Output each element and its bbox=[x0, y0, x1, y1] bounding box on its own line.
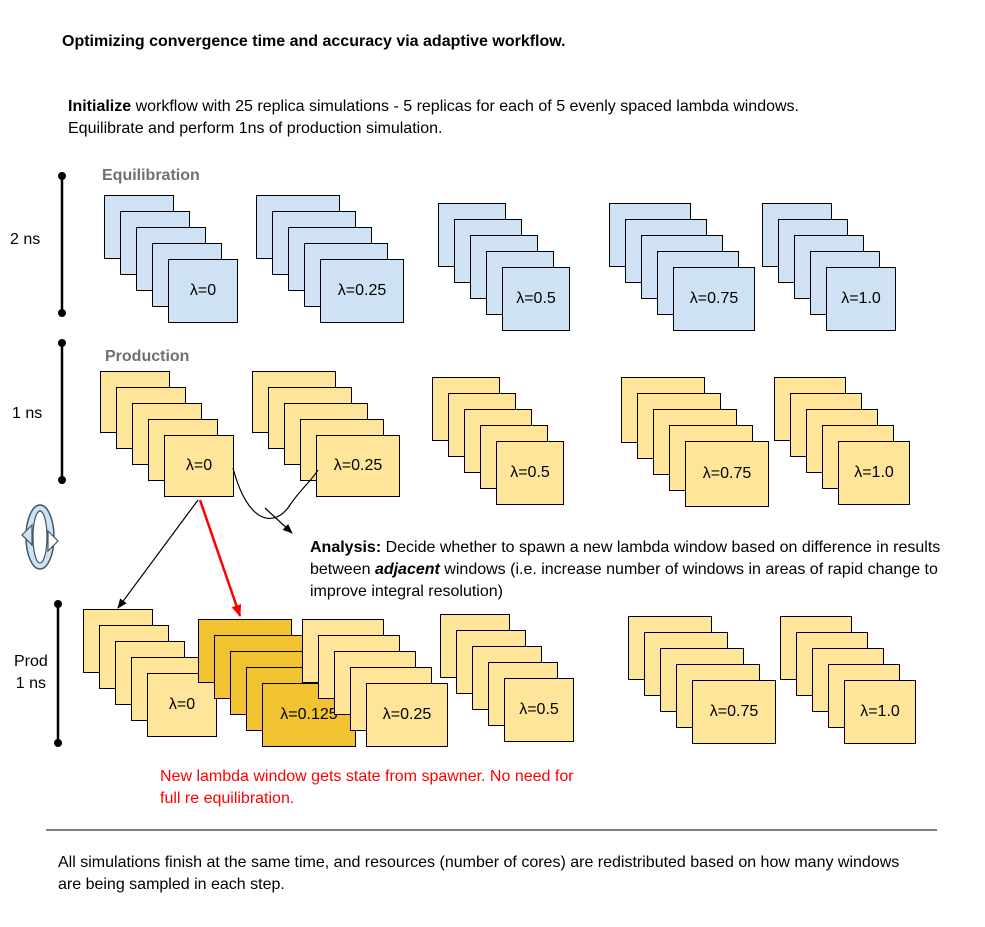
prod2-time-line1: Prod bbox=[14, 653, 48, 670]
analysis-body2: windows (i.e. increase number of windows… bbox=[310, 561, 938, 600]
analysis-body1: Decide whether to spawn a new lambda win… bbox=[310, 539, 941, 578]
new-window-note: New lambda window gets state from spawne… bbox=[160, 768, 574, 807]
lambda-window-box: λ=0.75 bbox=[692, 680, 776, 744]
footer-text: All simulations finish at the same time,… bbox=[58, 854, 900, 893]
lambda-label: λ=0 bbox=[189, 282, 217, 299]
lambda-label: λ=1.0 bbox=[860, 703, 900, 720]
diagram-title: Optimizing convergence time and accuracy… bbox=[62, 33, 566, 50]
lambda-label: λ=0.125 bbox=[280, 706, 338, 723]
lambda-label: λ=0.25 bbox=[333, 457, 383, 474]
lambda-window-box: λ=1.0 bbox=[844, 680, 916, 744]
prod2-time: Prod 1 ns bbox=[14, 651, 48, 695]
production-label: Production bbox=[105, 348, 190, 365]
lambda-window-box: λ=0.5 bbox=[504, 678, 574, 742]
equilibration-label: Equilibration bbox=[102, 167, 200, 184]
lambda-label: λ=0.5 bbox=[510, 464, 550, 481]
lambda-label: λ=0.25 bbox=[337, 282, 387, 299]
timeline-production bbox=[58, 339, 66, 484]
analysis-arrow bbox=[232, 467, 319, 520]
timeline-equilibration bbox=[58, 172, 66, 317]
spawn-arrow-left bbox=[117, 499, 199, 609]
cycle-arrows-icon bbox=[21, 504, 59, 570]
lambda-label: λ=1.0 bbox=[854, 464, 894, 481]
lambda-label: λ=0.5 bbox=[516, 290, 556, 307]
intro-text: Initialize workflow with 25 replica simu… bbox=[68, 96, 858, 140]
lambda-label: λ=0 bbox=[185, 457, 213, 474]
lambda-label: λ=1.0 bbox=[841, 290, 881, 307]
lambda-label: λ=0.25 bbox=[382, 706, 432, 723]
intro-bold: Initialize bbox=[68, 98, 132, 115]
lambda-window-box: λ=0.25 bbox=[316, 435, 400, 497]
lambda-window-box: λ=0 bbox=[164, 435, 234, 497]
lambda-window-box: λ=0.5 bbox=[496, 441, 564, 505]
equilibration-time: 2 ns bbox=[10, 231, 41, 248]
lambda-window-box: λ=0 bbox=[168, 259, 238, 323]
lambda-window-box: λ=0.25 bbox=[320, 259, 404, 323]
lambda-label: λ=0.5 bbox=[519, 701, 559, 718]
lambda-window-box: λ=0.5 bbox=[502, 267, 570, 331]
lambda-window-box: λ=0.25 bbox=[366, 683, 448, 747]
intro-body: workflow with 25 replica simulations - 5… bbox=[68, 98, 799, 137]
spawn-arrow-red bbox=[198, 499, 242, 617]
production-time: 1 ns bbox=[12, 405, 43, 422]
lambda-label: λ=0.75 bbox=[689, 290, 739, 307]
lambda-label: λ=0 bbox=[168, 696, 196, 713]
lambda-window-box: λ=0 bbox=[147, 673, 217, 737]
lambda-label: λ=0.75 bbox=[709, 703, 759, 720]
lambda-window-box: λ=0.75 bbox=[673, 267, 755, 331]
analysis-emphasis: adjacent bbox=[374, 561, 440, 578]
lambda-window-box: λ=1.0 bbox=[826, 267, 896, 331]
prod2-time-line2: 1 ns bbox=[15, 675, 47, 692]
lambda-window-box: λ=0.75 bbox=[685, 441, 769, 507]
lambda-label: λ=0.75 bbox=[702, 465, 752, 482]
timeline-prod2 bbox=[54, 600, 62, 747]
analysis-text: Analysis: Decide whether to spawn a new … bbox=[310, 537, 950, 603]
lambda-window-box: λ=1.0 bbox=[838, 441, 910, 505]
analysis-bold: Analysis: bbox=[310, 539, 382, 556]
